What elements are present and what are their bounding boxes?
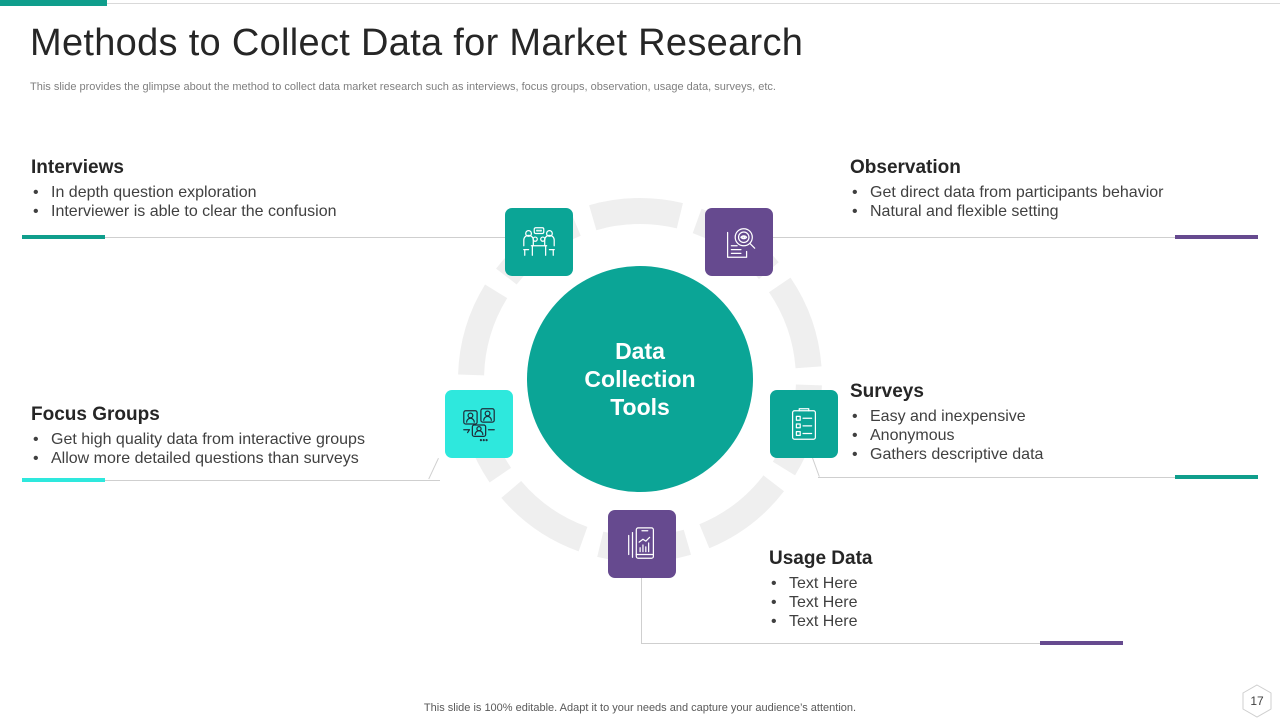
interviews-icon-box [505,208,573,276]
bullet-item: Easy and inexpensive [850,407,1043,426]
observation-icon-box [705,208,773,276]
top-divider [0,3,1280,4]
page-number-shape [1242,684,1272,718]
interviews-block: Interviews In depth question exploration… [31,157,336,221]
observation-block: Observation Get direct data from partici… [850,157,1163,221]
bullet-item: Text Here [769,612,873,631]
surveys-connector [818,477,1258,478]
group-chat-icon [463,408,495,442]
mobile-chart-icon [628,527,655,559]
focus-groups-icon-box [445,390,513,458]
center-circle: Data Collection Tools [527,266,753,492]
interviews-connector [22,237,507,238]
page-number: 17 [1250,694,1264,708]
focus-groups-block: Focus Groups Get high quality data from … [31,404,365,468]
focus-groups-heading: Focus Groups [31,404,160,425]
focus-groups-connector-diagonal [428,458,439,480]
bullet-item: Natural and flexible setting [850,202,1163,221]
slide-title: Methods to Collect Data for Market Resea… [30,22,804,64]
interviews-accent [22,235,105,239]
footer-note: This slide is 100% editable. Adapt it to… [423,702,857,714]
bullet-item: Get direct data from participants behavi… [850,183,1163,202]
usage-data-block: Usage Data Text Here Text Here Text Here [769,548,873,631]
observation-bullets: Get direct data from participants behavi… [850,183,1163,221]
bullet-item: Allow more detailed questions than surve… [31,449,365,468]
observation-connector [772,237,1258,238]
bullet-item: Interviewer is able to clear the confusi… [31,202,336,221]
slide-subtitle: This slide provides the glimpse about th… [30,81,776,93]
surveys-bullets: Easy and inexpensive Anonymous Gathers d… [850,407,1043,464]
observation-heading: Observation [850,157,961,178]
bullet-item: Text Here [769,593,873,612]
usage-data-connector-vertical [641,578,642,644]
interviews-heading: Interviews [31,157,124,178]
bullet-item: Gathers descriptive data [850,445,1043,464]
center-label: Data Collection Tools [584,338,696,420]
usage-data-accent [1040,641,1123,645]
bullet-item: In depth question exploration [31,183,336,202]
top-accent-bar [0,0,107,6]
bullet-item: Get high quality data from interactive g… [31,430,365,449]
surveys-heading: Surveys [850,381,924,402]
magnifier-report-icon [726,228,756,258]
interviews-bullets: In depth question exploration Interviewe… [31,183,336,221]
observation-accent [1175,235,1258,239]
clipboard-checklist-icon [791,408,817,440]
page-number-badge: 17 [1240,684,1274,718]
usage-data-heading: Usage Data [769,548,873,569]
focus-groups-accent [22,478,105,482]
focus-groups-connector [22,480,440,481]
focus-groups-bullets: Get high quality data from interactive g… [31,430,365,468]
usage-data-connector [641,643,1123,644]
usage-data-bullets: Text Here Text Here Text Here [769,574,873,631]
usage-data-icon-box [608,510,676,578]
surveys-accent [1175,475,1258,479]
bullet-item: Anonymous [850,426,1043,445]
surveys-block: Surveys Easy and inexpensive Anonymous G… [850,381,1043,464]
meeting-people-icon [523,227,555,256]
surveys-icon-box [770,390,838,458]
bullet-item: Text Here [769,574,873,593]
